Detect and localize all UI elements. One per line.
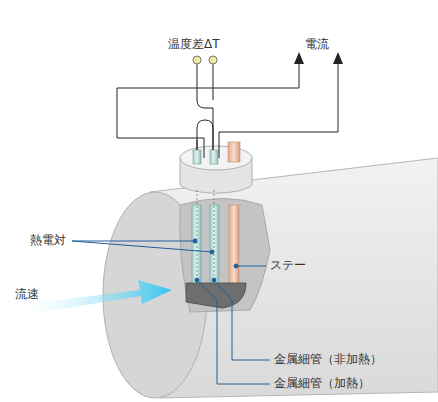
part-label: 熱電対 (30, 233, 66, 247)
metal-tube-unheated (210, 205, 219, 290)
tube-top-heated (193, 150, 201, 164)
flow-label: 流速 (15, 287, 39, 301)
flange-top (180, 146, 252, 170)
signal-label: 温度差ΔT (168, 37, 220, 51)
part-label: 金属細管（非加熱） (274, 352, 382, 366)
stay (229, 205, 239, 293)
delta-t-wire (197, 64, 213, 108)
thermocouple-dash (197, 190, 214, 290)
sensor-plate (186, 283, 246, 308)
flow-arrow (25, 280, 172, 314)
stay-top (228, 142, 240, 162)
cutaway (180, 199, 270, 313)
signal-label: 電流 (305, 37, 329, 51)
metal-tube-heated (192, 205, 201, 290)
terminal (209, 56, 217, 64)
leader-lines (72, 239, 270, 384)
current-arrowheads (294, 52, 343, 64)
part-label: ステー (270, 258, 306, 272)
terminal (193, 56, 201, 64)
current-wire-1 (117, 62, 299, 158)
tube-top-unheated (210, 150, 218, 164)
current-wire-2 (219, 62, 338, 158)
delta-t-wire-down (197, 108, 213, 150)
thermocouple-wire-loop (197, 120, 213, 150)
part-label: 金属細管（加熱） (274, 376, 370, 390)
